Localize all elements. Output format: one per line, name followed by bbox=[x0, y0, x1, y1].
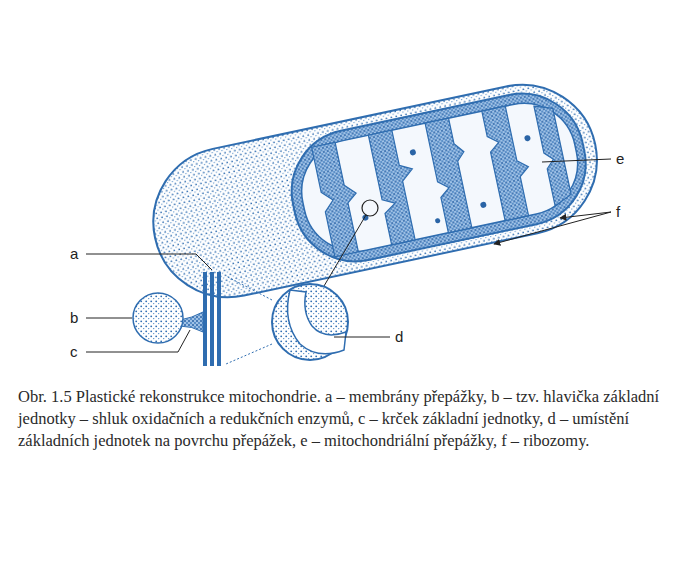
illustration-part bbox=[203, 272, 207, 366]
illustration-part bbox=[524, 135, 531, 142]
figure-caption: Obr. 1.5 Plastické rekonstrukce mitochon… bbox=[18, 386, 682, 452]
illustration-part bbox=[351, 125, 544, 238]
crista-detail bbox=[272, 284, 348, 360]
callout-letter: a bbox=[70, 246, 78, 261]
illustration-part bbox=[86, 254, 212, 270]
illustration-part bbox=[425, 117, 480, 233]
illustration-part bbox=[272, 284, 348, 360]
illustration-part bbox=[409, 149, 416, 156]
illustration-part bbox=[324, 215, 366, 286]
illustration-part bbox=[334, 337, 390, 338]
illustration-part bbox=[226, 276, 272, 300]
illustration-part bbox=[494, 212, 611, 244]
illustration-part bbox=[86, 318, 132, 319]
callout-letter: f bbox=[616, 204, 620, 219]
illustration-part bbox=[482, 104, 539, 221]
callout-letter: b bbox=[70, 310, 78, 325]
illustration-part bbox=[362, 200, 378, 216]
illustration-part bbox=[312, 140, 369, 257]
illustration-part bbox=[560, 212, 611, 218]
illustration-part bbox=[86, 330, 190, 352]
illustration-part bbox=[217, 272, 221, 366]
illustration-part bbox=[368, 128, 426, 245]
illustration-part bbox=[480, 201, 487, 208]
illustration-part bbox=[534, 102, 573, 206]
illustration-part bbox=[280, 82, 597, 273]
callout-letter: e bbox=[616, 151, 624, 166]
illustration-part bbox=[288, 290, 346, 354]
leader-lines bbox=[86, 159, 611, 352]
illustration-part bbox=[435, 218, 441, 224]
illustration-part bbox=[210, 272, 214, 366]
illustration-part bbox=[542, 159, 611, 162]
illustration-part bbox=[133, 293, 183, 343]
illustration-part bbox=[226, 344, 272, 364]
callout-letter: c bbox=[70, 344, 78, 359]
callout-letter: d bbox=[395, 329, 403, 344]
illustration-part bbox=[292, 94, 587, 261]
